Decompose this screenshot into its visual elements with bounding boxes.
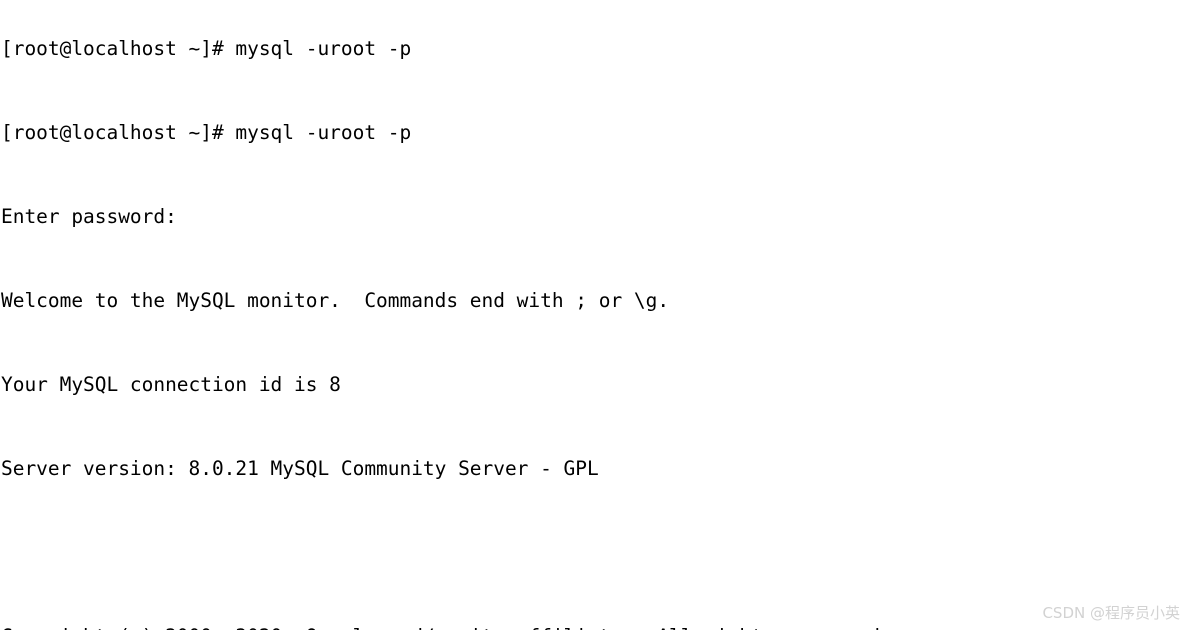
- terminal-line-password-prompt: Enter password:: [1, 205, 177, 228]
- terminal-line-shell-command: [root@localhost ~]# mysql -uroot -p: [1, 121, 412, 144]
- terminal-line-server-version: Server version: 8.0.21 MySQL Community S…: [1, 457, 599, 480]
- csdn-watermark: CSDN @程序员小英: [1042, 604, 1180, 622]
- terminal-line-copyright: Copyright (c) 2000, 2020, Oracle and/or …: [0, 623, 1188, 630]
- terminal-line-blank-1: [0, 539, 1188, 567]
- terminal-line-connection-id: Your MySQL connection id is 8: [1, 373, 341, 396]
- terminal-line-clipped-top: [root@localhost ~]# mysql -uroot -p: [1, 37, 412, 60]
- terminal-line-welcome: Welcome to the MySQL monitor. Commands e…: [1, 289, 670, 312]
